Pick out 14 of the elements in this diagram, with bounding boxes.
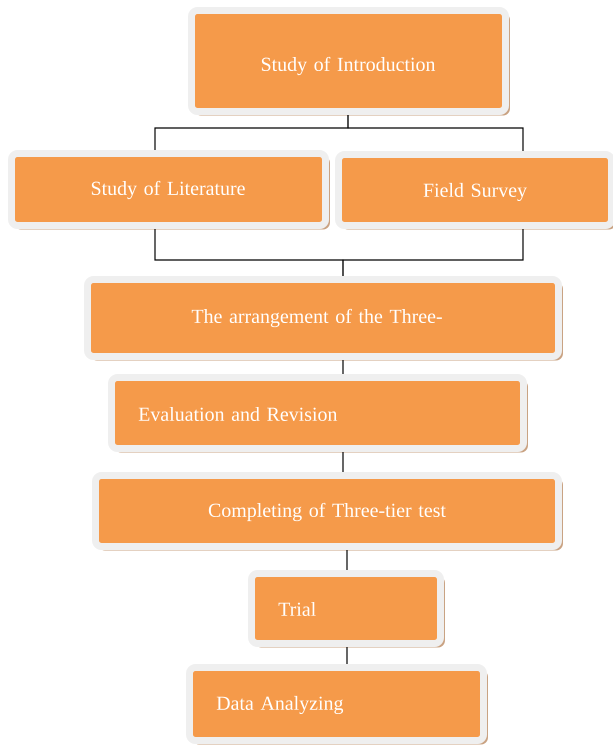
process-box: Study of Introduction xyxy=(188,7,510,116)
process-box: Completing of Three-tier test xyxy=(92,472,563,550)
process-box: Study of Literature xyxy=(8,150,330,230)
connector-line xyxy=(342,360,344,374)
connector-line xyxy=(346,647,348,664)
process-box: The arrangement of the Three- xyxy=(84,276,563,360)
process-box: Field Survey xyxy=(335,151,613,230)
process-box: Evaluation and Revision xyxy=(108,374,528,452)
process-box: Data Analyzing xyxy=(186,664,488,744)
connector-line xyxy=(347,115,524,151)
connector-line xyxy=(346,550,348,570)
connector-line xyxy=(342,229,524,276)
connector-line xyxy=(342,452,344,472)
process-box: Trial xyxy=(248,570,445,648)
